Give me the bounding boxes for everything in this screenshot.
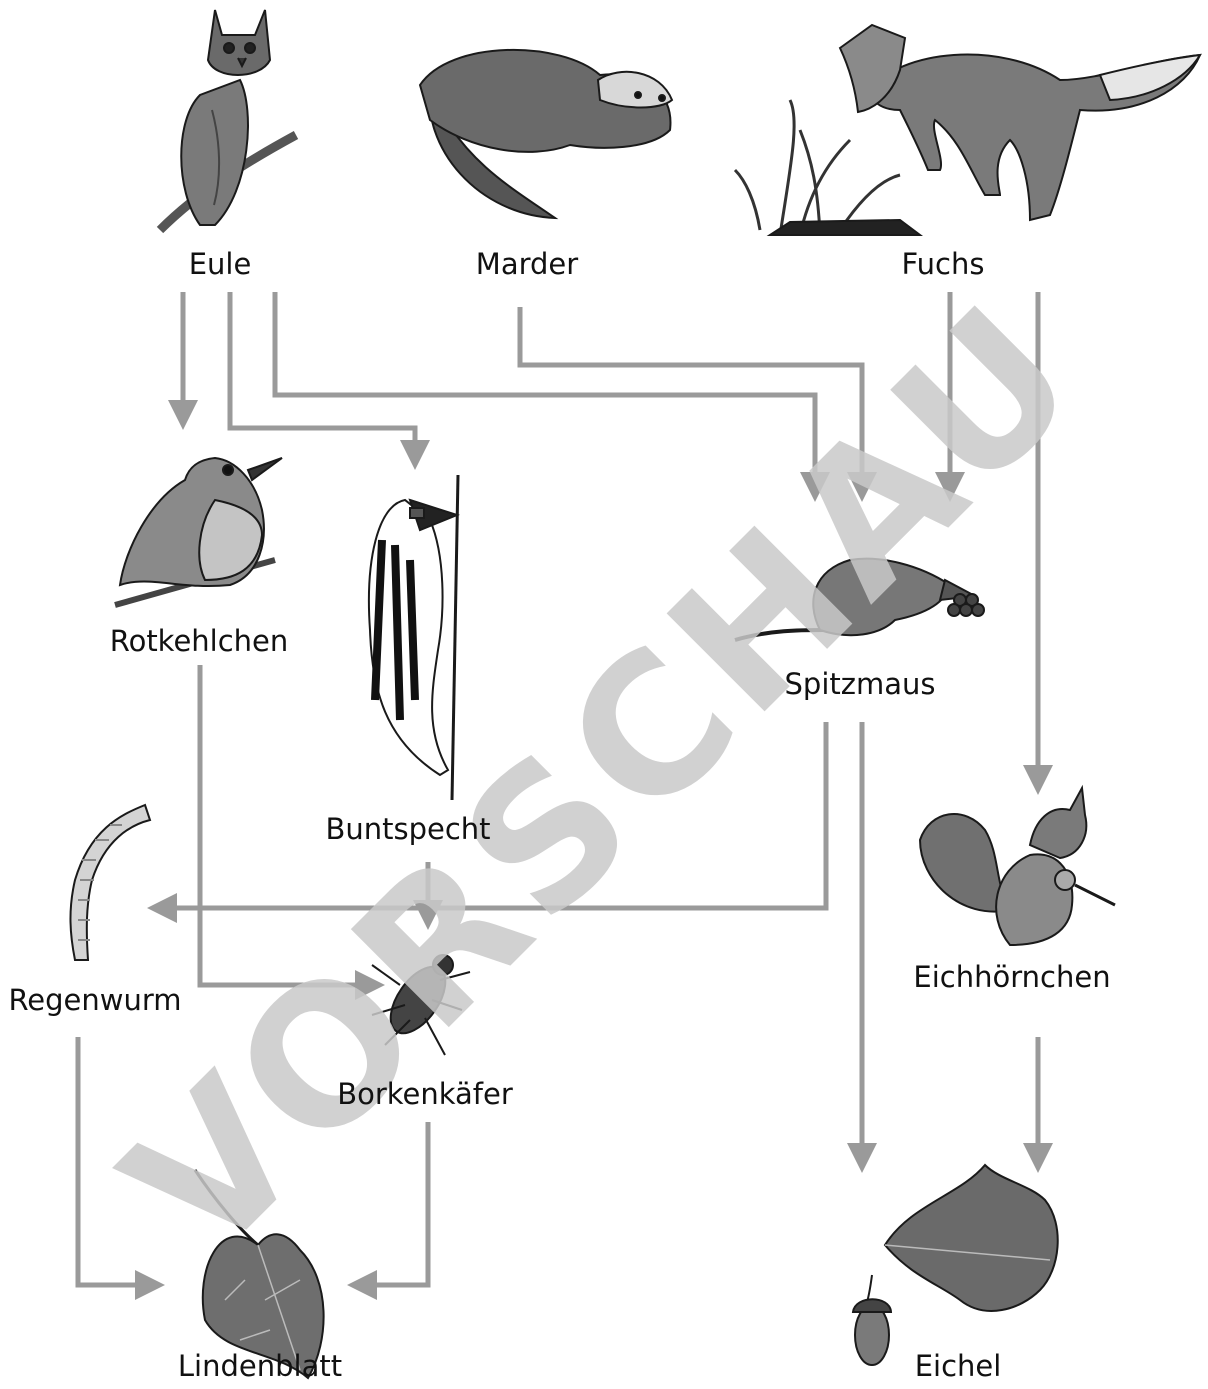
arrow-eule-buntspecht — [230, 292, 415, 465]
arrows — [78, 292, 1038, 1285]
label-buntspecht: Buntspecht — [325, 815, 490, 844]
label-marder: Marder — [476, 250, 578, 279]
robin-illustration — [115, 458, 282, 605]
arrow-marder-spitzmaus — [520, 307, 862, 497]
worm-illustration — [70, 805, 150, 960]
shrew-illustration — [735, 559, 984, 640]
fox-illustration — [735, 25, 1200, 235]
arrow-regenwurm-lindenblatt — [78, 1037, 160, 1285]
woodpecker-illustration — [369, 475, 458, 800]
label-rotkehlchen: Rotkehlchen — [110, 627, 289, 656]
label-regenwurm: Regenwurm — [8, 986, 181, 1015]
squirrel-illustration — [920, 788, 1115, 945]
bark-beetle-illustration — [372, 955, 470, 1055]
marten-illustration — [420, 50, 672, 218]
label-eichel: Eichel — [915, 1352, 1002, 1381]
arrow-borkenkaefer-lindenblatt — [352, 1122, 428, 1285]
label-fuchs: Fuchs — [902, 250, 985, 279]
label-spitzmaus: Spitzmaus — [785, 670, 936, 699]
label-eichhoernchen: Eichhörnchen — [913, 963, 1110, 992]
linden-leaf-illustration — [195, 1170, 324, 1378]
arrow-eule-spitzmaus — [275, 292, 815, 497]
label-lindenblatt: Lindenblatt — [178, 1352, 342, 1381]
label-borkenkaefer: Borkenkäfer — [337, 1080, 513, 1109]
oak-leaf-acorn-illustration — [853, 1165, 1058, 1365]
owl-illustration — [160, 10, 296, 230]
label-eule: Eule — [189, 250, 252, 279]
